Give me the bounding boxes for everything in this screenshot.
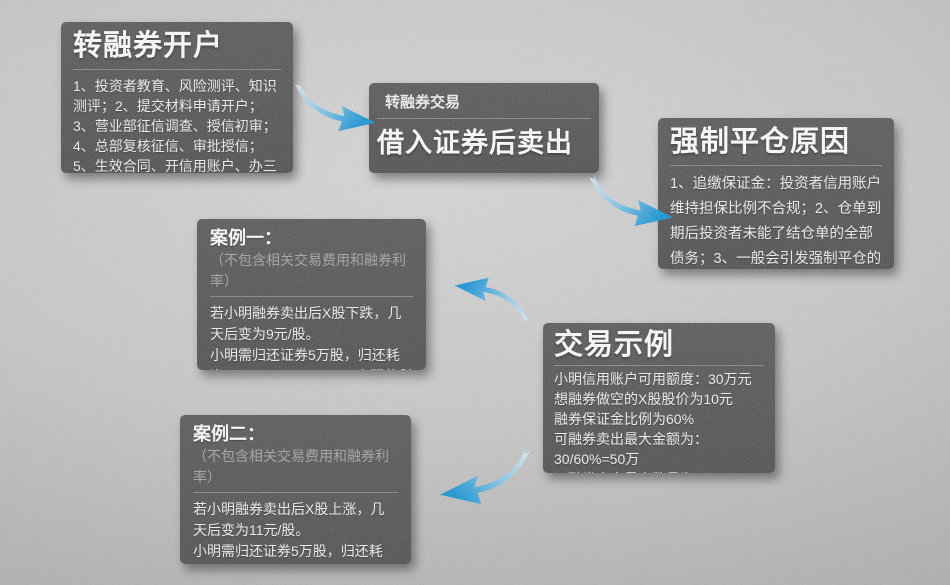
flow-arrow-opening-to-trading-icon (294, 80, 376, 132)
panel-case-one: 案例一： （不包含相关交易费用和融券利率） 若小明融券卖出后X股下跌，几天后变为… (197, 219, 426, 370)
case-one-title: 案例一： (210, 228, 282, 248)
case-one-line: 若小明融券卖出后X股下跌，几天后变为9元/股。 (210, 304, 402, 342)
case-two-subtitle: （不包含相关交易费用和融券利率） (193, 448, 389, 485)
trade-example-title: 交易示例 (554, 329, 675, 361)
divider (193, 491, 398, 493)
forced-liquidation-title: 强制平仓原因 (670, 126, 851, 158)
panel-trading: 转融券交易 借入证券后卖出 (369, 83, 599, 173)
case-two-title: 案例二： (193, 424, 265, 444)
trade-example-line: 小明信用账户可用额度：30万元 (554, 370, 752, 387)
case-one-body: 若小明融券卖出后X股下跌，几天后变为9元/股。 小明需归还证券5万股，归还耗资：… (210, 303, 413, 370)
panel-trade-example: 交易示例 小明信用账户可用额度：30万元 想融券做空的X股股价为10元 融券保证… (543, 323, 775, 473)
account-opening-body: 1、投资者教育、风险测评、知识测评；2、提交材料申请开户；3、营业部征信调查、授… (73, 77, 277, 173)
trade-example-line: 可融券卖出最大金额为：30/60%=50万 (554, 430, 708, 467)
case-one-subtitle: （不包含相关交易费用和融券利率） (210, 252, 406, 289)
trading-headline: 借入证券后卖出 (377, 128, 573, 158)
divider (377, 118, 591, 119)
divider (73, 68, 281, 70)
trade-example-line: 可融券卖出最大数量为：500000/10=50000股。 (554, 469, 764, 473)
divider (554, 364, 764, 366)
forced-liquidation-body: 1、追缴保证金：投资者信用账户维持担保比例不合规；2、仓单到期后投资者未能了结仓… (670, 175, 882, 267)
panel-account-opening: 转融券开户 1、投资者教育、风险测评、知识测评；2、提交材料申请开户；3、营业部… (61, 22, 293, 173)
divider (670, 164, 882, 166)
case-two-body: 若小明融券卖出后X股上涨，几天后变为11元/股。 小明需归还证券5万股，归还耗资… (193, 499, 398, 564)
trade-example-body: 小明信用账户可用额度：30万元 想融券做空的X股股价为10元 融券保证金比例为6… (554, 369, 764, 473)
trade-example-line: 融券保证金比例为60% (554, 410, 695, 427)
flow-arrow-example-to-case-one-icon (454, 277, 529, 325)
divider (210, 295, 413, 297)
account-opening-title: 转融券开户 (73, 30, 224, 62)
flow-arrow-trading-to-liquidation-icon (589, 173, 673, 227)
flow-arrow-example-to-case-two-icon (440, 447, 530, 505)
trade-example-line: 想融券做空的X股股价为10元 (554, 390, 733, 407)
panel-case-two: 案例二： （不包含相关交易费用和融券利率） 若小明融券卖出后X股上涨，几天后变为… (180, 415, 411, 564)
panel-forced-liquidation: 强制平仓原因 1、追缴保证金：投资者信用账户维持担保比例不合规；2、仓单到期后投… (658, 118, 894, 269)
case-two-line: 若小明融券卖出后X股上涨，几天后变为11元/股。 (193, 500, 385, 538)
case-one-line: 小明需归还证券5万股，归还耗资：50000*9=45万元，小明获利50万-45万… (210, 346, 412, 370)
case-two-line: 小明需归还证券5万股，归还耗资：50000*11=55万元，小明亏损50万-55… (193, 542, 388, 564)
trading-label: 转融券交易 (385, 94, 461, 111)
